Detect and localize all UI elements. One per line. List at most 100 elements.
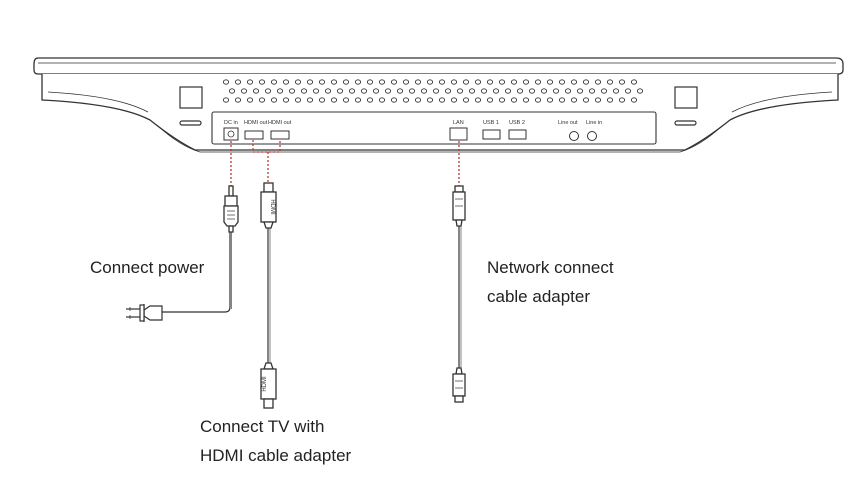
grille-hole: [390, 79, 398, 85]
grille-hole: [294, 79, 302, 85]
grille-hole: [426, 97, 434, 103]
usb1-port: USB 1: [482, 120, 501, 140]
network-callout-line1: Network connect: [487, 258, 614, 277]
grille-hole: [498, 79, 506, 85]
grille-hole: [450, 97, 458, 103]
grille-hole: [366, 97, 374, 103]
grille-hole: [330, 79, 338, 85]
tv-callout-line2: HDMI cable adapter: [200, 446, 352, 465]
grille-hole: [318, 97, 326, 103]
grille-hole: [546, 97, 554, 103]
mount-tabs: [179, 86, 698, 126]
grille-hole: [354, 97, 362, 103]
grille-hole: [594, 79, 602, 85]
grille-hole: [306, 79, 314, 85]
grille-hole: [270, 97, 278, 103]
grille-hole: [282, 79, 290, 85]
grille-hole: [630, 97, 638, 103]
grille-hole: [486, 79, 494, 85]
grille-hole: [534, 79, 542, 85]
grille-hole: [294, 97, 302, 103]
connect-power-text: Connect power: [90, 258, 205, 277]
grille-hole: [408, 88, 416, 94]
grille-hole: [306, 97, 314, 103]
grille-hole: [618, 79, 626, 85]
grille-hole: [480, 88, 488, 94]
grille-hole: [558, 79, 566, 85]
tv-callout: Connect TV with HDMI cable adapter: [200, 412, 351, 470]
grille-hole: [564, 88, 572, 94]
grille-hole: [552, 88, 560, 94]
grille-hole: [390, 97, 398, 103]
grille-hole: [282, 97, 290, 103]
grille-hole: [330, 97, 338, 103]
hdmi-out-port-2: HDMI out: [268, 120, 292, 140]
grille-hole: [270, 79, 278, 85]
dc-in-label: DC in: [224, 120, 238, 126]
grille-hole: [288, 88, 296, 94]
grille-hole: [324, 88, 332, 94]
power-cable: [162, 185, 239, 313]
grille-hole: [504, 88, 512, 94]
grille-hole: [474, 97, 482, 103]
hdmi-bottom-plug-label: HDMI: [262, 376, 268, 392]
usb2-label: USB 2: [509, 120, 525, 126]
grille-hole: [462, 79, 470, 85]
grille-hole: [432, 88, 440, 94]
grille-hole: [246, 79, 254, 85]
grille-hole: [612, 88, 620, 94]
grille-hole: [456, 88, 464, 94]
grille-hole: [600, 88, 608, 94]
grille-hole: [468, 88, 476, 94]
grille-hole: [420, 88, 428, 94]
line-out-label: Line out: [558, 120, 578, 126]
grille-hole: [510, 79, 518, 85]
usb2-port: USB 2: [508, 120, 527, 140]
network-callout: Network connect cable adapter: [487, 253, 614, 311]
network-callout-line2: cable adapter: [487, 287, 591, 306]
connect-power-callout: Connect power: [90, 253, 204, 282]
grille-hole: [222, 97, 230, 103]
grille-hole: [396, 88, 404, 94]
grille-hole: [228, 88, 236, 94]
power-plug-icon: [126, 304, 163, 322]
grille-hole: [414, 97, 422, 103]
grille-hole: [450, 79, 458, 85]
grille-hole: [498, 97, 506, 103]
grille-hole: [630, 79, 638, 85]
guide-lines: [230, 140, 460, 190]
hdmi-out-2-label: HDMI out: [268, 120, 292, 126]
grille-hole: [462, 97, 470, 103]
grille-hole: [240, 88, 248, 94]
grille-hole: [402, 97, 410, 103]
grille-hole: [492, 88, 500, 94]
grille-hole: [522, 79, 530, 85]
grille-hole: [342, 97, 350, 103]
grille-hole: [438, 97, 446, 103]
grille-hole: [354, 79, 362, 85]
grille-hole: [414, 79, 422, 85]
grille-hole: [636, 88, 644, 94]
grille-hole: [582, 79, 590, 85]
grille-hole: [528, 88, 536, 94]
grille-hole: [438, 79, 446, 85]
grille-hole: [510, 97, 518, 103]
grille-hole: [624, 88, 632, 94]
grille-hole: [540, 88, 548, 94]
port-panel: [211, 111, 657, 145]
lan-cable: [452, 185, 466, 403]
usb1-label: USB 1: [483, 120, 499, 126]
grille-hole: [546, 79, 554, 85]
grille-hole: [474, 79, 482, 85]
grille-hole: [276, 88, 284, 94]
line-in-port: Line in: [586, 120, 602, 141]
grille-hole: [588, 88, 596, 94]
grille-hole: [522, 97, 530, 103]
grille-hole: [312, 88, 320, 94]
grille-hole: [258, 79, 266, 85]
lan-port: LAN: [449, 120, 468, 141]
grille-hole: [300, 88, 308, 94]
grille-hole: [582, 97, 590, 103]
grille-hole: [342, 79, 350, 85]
